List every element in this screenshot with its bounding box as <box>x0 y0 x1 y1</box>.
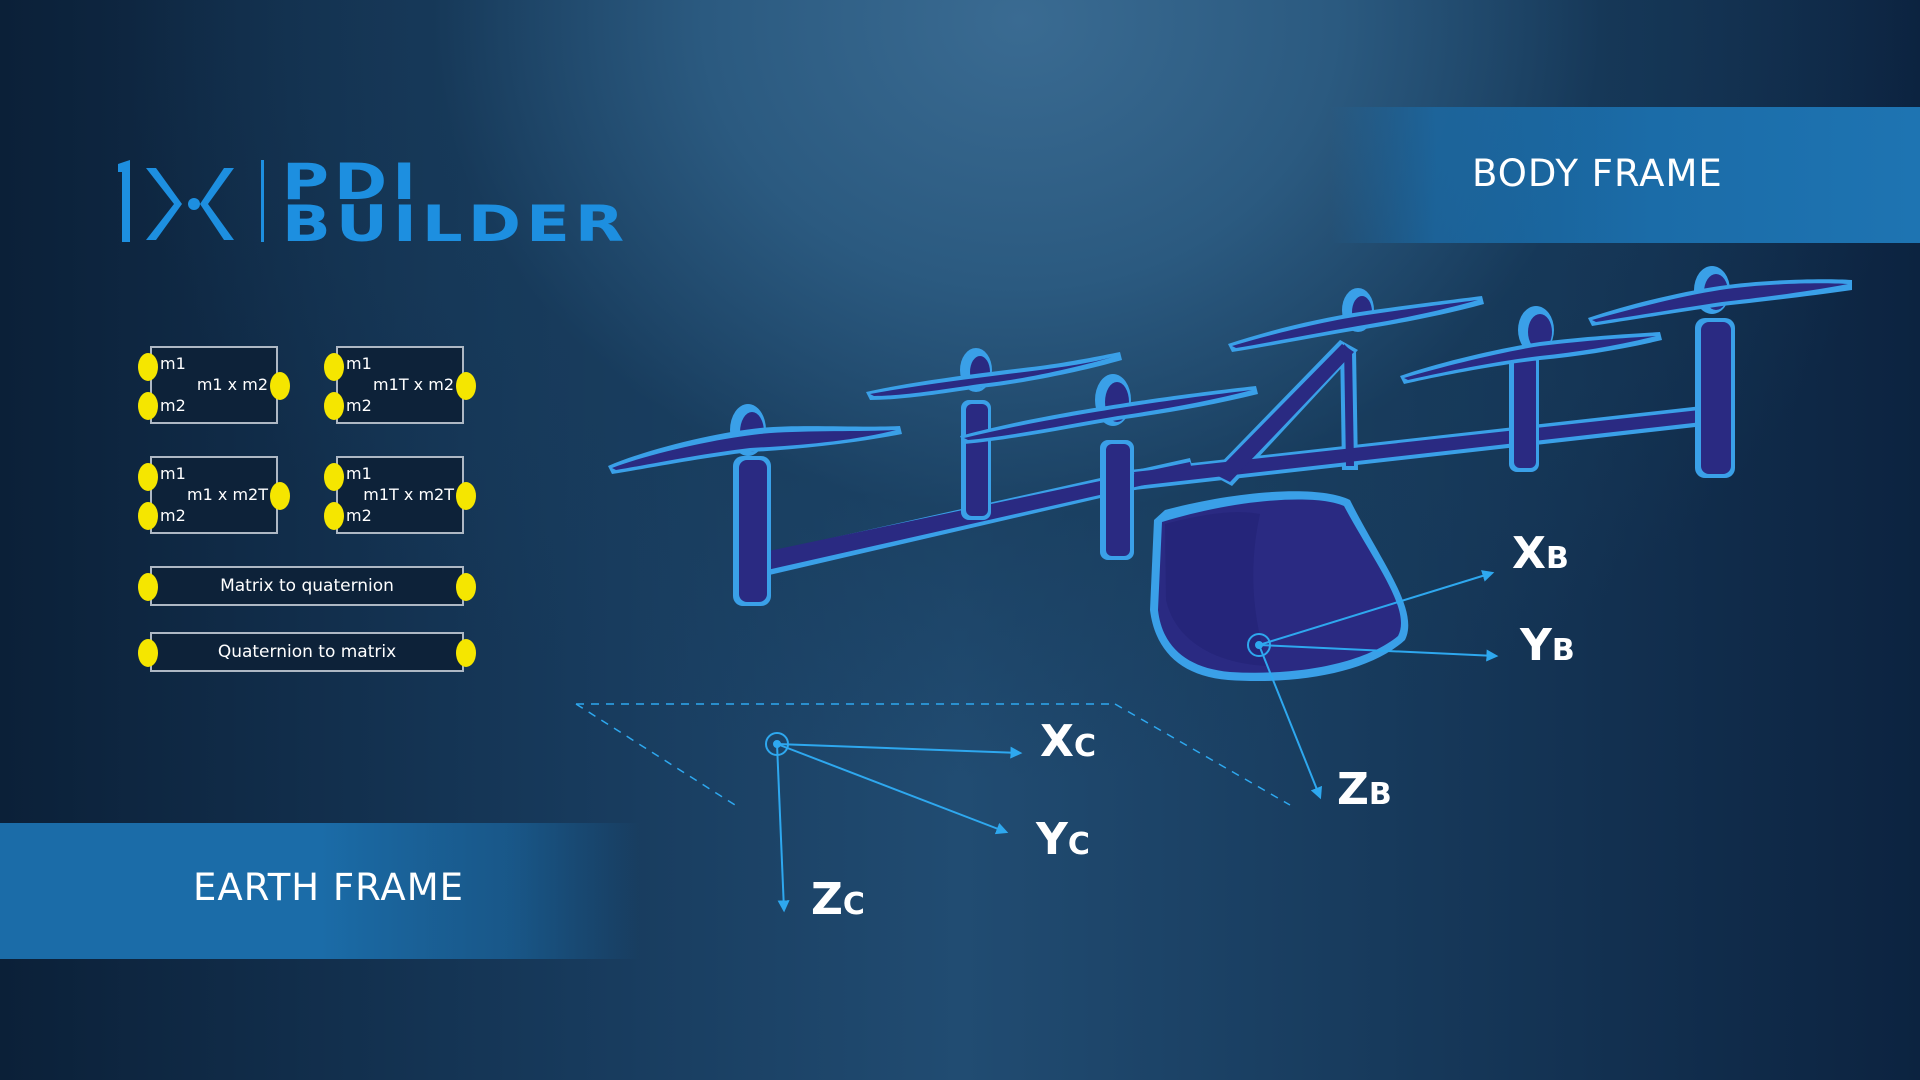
logo-line1: PDI <box>282 153 422 211</box>
block-m1-x-m2t[interactable]: m1 m2 m1 x m2T <box>138 456 290 534</box>
block-input-label: m1 <box>346 464 372 483</box>
block-input-label: m2 <box>160 396 186 415</box>
axis-label-xb: XB <box>1512 528 1569 579</box>
output-port[interactable] <box>270 482 290 510</box>
input-port-m2[interactable] <box>324 502 344 530</box>
axis-label-zc: ZC <box>811 874 865 925</box>
block-input-label: m1 <box>160 464 186 483</box>
output-port[interactable] <box>270 372 290 400</box>
block-m1t-x-m2t[interactable]: m1 m2 m1T x m2T <box>324 456 476 534</box>
earth-frame-label: EARTH FRAME <box>193 866 464 909</box>
axis-label-xc: XC <box>1040 716 1096 767</box>
input-port-m1[interactable] <box>138 353 158 381</box>
logo-line2: BUILDER <box>282 195 630 253</box>
input-port[interactable] <box>138 639 158 667</box>
body-frame-band <box>1330 107 1920 243</box>
ground-plane <box>575 703 1291 806</box>
input-port[interactable] <box>138 573 158 601</box>
input-port-m1[interactable] <box>138 463 158 491</box>
body-frame-axes <box>1247 570 1499 800</box>
input-port-m1[interactable] <box>324 353 344 381</box>
input-port-m1[interactable] <box>324 463 344 491</box>
body-z-axis <box>1258 644 1322 800</box>
block-label: Quaternion to matrix <box>217 642 397 662</box>
block-input-label: m2 <box>346 506 372 525</box>
block-m1-x-m2[interactable]: m1 m2 m1 x m2 <box>138 346 290 424</box>
block-input-label: m1 <box>346 354 372 373</box>
body-x-axis <box>1258 570 1495 646</box>
pdi-builder-logo: PDI BUILDER <box>116 153 646 253</box>
input-port-m2[interactable] <box>324 392 344 420</box>
output-port[interactable] <box>456 639 476 667</box>
axis-label-zb: ZB <box>1337 764 1392 815</box>
output-port[interactable] <box>456 482 476 510</box>
block-matrix-to-quaternion[interactable]: Matrix to quaternion <box>138 566 476 606</box>
logo-mark-icon <box>118 160 264 242</box>
input-port-m2[interactable] <box>138 392 158 420</box>
output-port[interactable] <box>456 573 476 601</box>
input-port-m2[interactable] <box>138 502 158 530</box>
axis-label-yc: YC <box>1036 814 1090 865</box>
axis-label-yb: YB <box>1520 620 1575 671</box>
earth-y-axis <box>776 743 1009 835</box>
output-port[interactable] <box>456 372 476 400</box>
block-operation-label: m1 x m2 <box>196 375 268 394</box>
block-m1t-x-m2[interactable]: m1 m2 m1T x m2 <box>324 346 476 424</box>
block-operation-label: m1T x m2T <box>363 485 454 504</box>
block-operation-label: m1 x m2T <box>187 485 268 504</box>
block-label: Matrix to quaternion <box>220 576 394 596</box>
earth-frame-band <box>0 823 640 959</box>
body-y-axis <box>1258 644 1499 662</box>
block-input-label: m2 <box>346 396 372 415</box>
block-input-label: m2 <box>160 506 186 525</box>
earth-frame-axes <box>765 732 1023 913</box>
earth-x-axis <box>776 743 1023 759</box>
block-input-label: m1 <box>160 354 186 373</box>
body-frame-label: BODY FRAME <box>1472 152 1723 195</box>
drone-illustration <box>608 266 1852 682</box>
earth-z-axis <box>776 743 790 913</box>
block-quaternion-to-matrix[interactable]: Quaternion to matrix <box>138 632 476 672</box>
block-operation-label: m1T x m2 <box>373 375 454 394</box>
